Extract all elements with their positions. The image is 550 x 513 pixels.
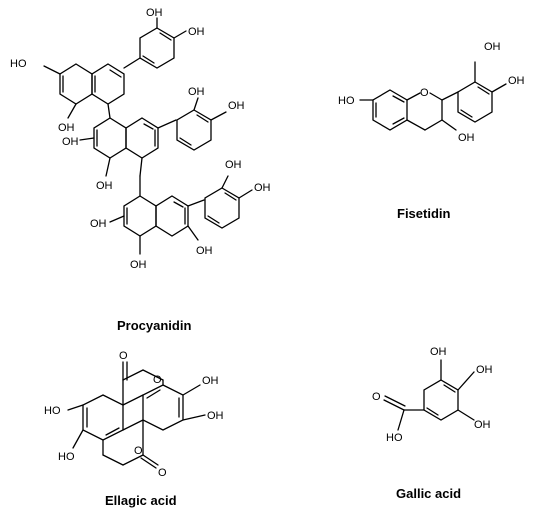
atom-label: OH: [476, 364, 493, 376]
atom-label: O: [372, 391, 381, 403]
gallic-acid-structure: OH OH O HO OH Gallic acid: [372, 346, 493, 501]
atom-label: OH: [188, 86, 205, 98]
fisetidin-bonds: [359, 61, 507, 131]
ellagic-acid-structure: O O OH OH HO HO O O Ellagic acid: [44, 350, 224, 508]
atom-label: OH: [62, 136, 79, 148]
fisetidin-atom-labels: OH OH HO O OH: [338, 41, 525, 144]
atom-label: OH: [96, 180, 113, 192]
atom-label: O: [158, 467, 167, 479]
atom-label: OH: [90, 218, 107, 230]
atom-label: OH: [188, 26, 205, 38]
atom-label: OH: [58, 122, 75, 134]
atom-label: O: [134, 445, 143, 457]
atom-label: OH: [458, 132, 475, 144]
atom-label: OH: [474, 419, 491, 431]
atom-label: OH: [207, 410, 224, 422]
gallic-acid-bonds: [383, 359, 475, 431]
atom-label: OH: [225, 159, 242, 171]
atom-label: OH: [484, 41, 501, 53]
atom-label: HO: [58, 451, 75, 463]
atom-label: OH: [254, 182, 271, 194]
ellagic-acid-atom-labels: O O OH OH HO HO O O: [44, 350, 224, 479]
atom-label: OH: [228, 100, 245, 112]
procyanidin-bonds: [43, 17, 253, 255]
compound-name-procyanidin: Procyanidin: [117, 318, 191, 333]
atom-label: OH: [130, 259, 147, 271]
compound-name-gallic-acid: Gallic acid: [396, 486, 461, 501]
procyanidin-structure: OH OH HO OH OH OH OH OH OH OH OH OH OH P…: [10, 7, 271, 333]
atom-label: OH: [508, 75, 525, 87]
compound-name-ellagic-acid: Ellagic acid: [105, 493, 177, 508]
atom-label: O: [119, 350, 128, 362]
procyanidin-atom-labels: OH OH HO OH OH OH OH OH OH OH OH OH OH: [10, 7, 271, 271]
atom-label: O: [420, 87, 429, 99]
atom-label: OH: [430, 346, 447, 358]
gallic-acid-atom-labels: OH OH O HO OH: [372, 346, 493, 444]
atom-label: OH: [146, 7, 163, 19]
ellagic-acid-bonds: [67, 361, 206, 469]
fisetidin-structure: OH OH HO O OH Fisetidin: [338, 41, 525, 221]
atom-label: HO: [44, 405, 61, 417]
atom-label: OH: [196, 245, 213, 257]
atom-label: HO: [386, 432, 403, 444]
atom-label: HO: [338, 95, 355, 107]
atom-label: OH: [202, 375, 219, 387]
compound-name-fisetidin: Fisetidin: [397, 206, 451, 221]
atom-label: O: [153, 374, 162, 386]
atom-label: HO: [10, 58, 27, 70]
